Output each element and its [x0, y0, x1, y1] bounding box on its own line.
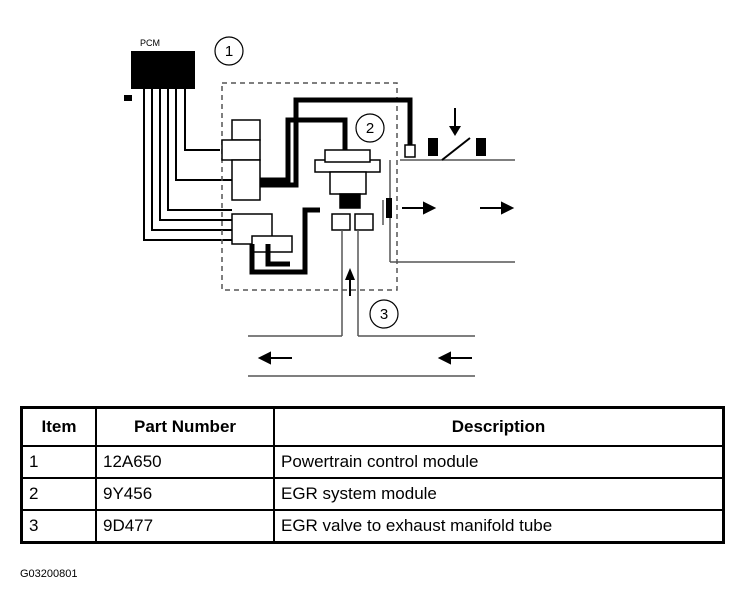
egr-exhaust-tube — [341, 230, 359, 336]
pcm-module: PCM — [124, 38, 195, 101]
callout-1: 1 — [214, 36, 244, 66]
exhaust-manifold — [248, 335, 475, 377]
cell-description: EGR valve to exhaust manifold tube — [273, 509, 725, 544]
cell-part-number: 12A650 — [95, 445, 275, 479]
egr-tube-flow-arrow — [345, 268, 355, 296]
cell-item: 3 — [20, 509, 97, 544]
callout-3: 3 — [369, 299, 399, 329]
pcm-label: PCM — [140, 38, 160, 48]
exhaust-flow-arrows — [257, 351, 472, 365]
callout-2: 2 — [355, 113, 385, 143]
table-row: 2 9Y456 EGR system module — [20, 477, 725, 511]
egr-inlet-port — [386, 198, 392, 218]
cell-item: 1 — [20, 445, 97, 479]
table-row: 1 12A650 Powertrain control module — [20, 445, 725, 479]
table-header-row: Item Part Number Description — [20, 406, 725, 447]
cell-description: EGR system module — [273, 477, 725, 511]
parts-table: Item Part Number Description 1 12A650 Po… — [20, 406, 725, 544]
egr-module-boundary — [221, 82, 398, 291]
egr-system-diagram: PCM — [124, 36, 515, 377]
cell-part-number: 9Y456 — [95, 477, 275, 511]
cell-item: 2 — [20, 477, 97, 511]
pcm-wiring — [143, 89, 232, 241]
cell-part-number: 9D477 — [95, 509, 275, 544]
svg-text:3: 3 — [380, 306, 388, 323]
svg-text:2: 2 — [366, 120, 374, 137]
header-item: Item — [20, 406, 97, 447]
egr-valve — [314, 149, 381, 231]
cell-description: Powertrain control module — [273, 445, 725, 479]
vacuum-hoses — [249, 97, 413, 275]
dpfe-sensor — [231, 213, 293, 253]
intake-passage — [382, 159, 515, 263]
throttle-body — [404, 108, 486, 161]
header-description: Description — [273, 406, 725, 447]
svg-text:1: 1 — [225, 43, 233, 60]
header-part-number: Part Number — [95, 406, 275, 447]
figure-id: G03200801 — [20, 568, 78, 580]
vacuum-regulator-solenoid — [221, 119, 261, 201]
table-row: 3 9D477 EGR valve to exhaust manifold tu… — [20, 509, 725, 544]
intake-flow-arrows — [402, 201, 515, 215]
